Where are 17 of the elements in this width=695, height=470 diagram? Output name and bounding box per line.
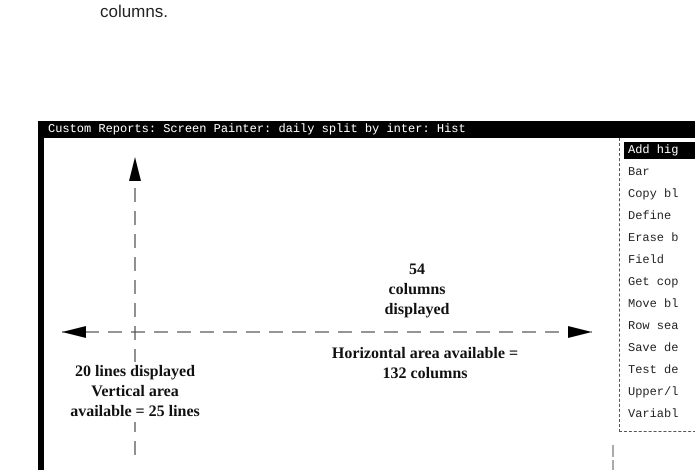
menu-item: Erase b <box>627 230 678 247</box>
intro-text: columns. <box>100 2 170 22</box>
menu-item: Test de <box>627 362 678 379</box>
menu-panel <box>619 138 695 432</box>
menu-item: Field <box>627 252 664 269</box>
menu-item: Copy bl <box>627 186 678 203</box>
menu-item: Row sea <box>627 318 678 335</box>
menu-item: Upper/l <box>627 384 678 401</box>
menu-item: Define <box>627 208 672 225</box>
menu-item: Bar <box>627 164 650 181</box>
horizontal-area-note: Horizontal area available = 132 columns <box>330 344 520 384</box>
menu-item: Move bl <box>627 296 678 313</box>
highlighted-menu-item: Add hig <box>624 142 695 159</box>
columns-displayed-note: 54 columns displayed <box>384 260 450 320</box>
menu-item: Variabl <box>627 406 678 423</box>
menu-item: Get cop <box>627 274 678 291</box>
menu-item: Save de <box>627 340 678 357</box>
